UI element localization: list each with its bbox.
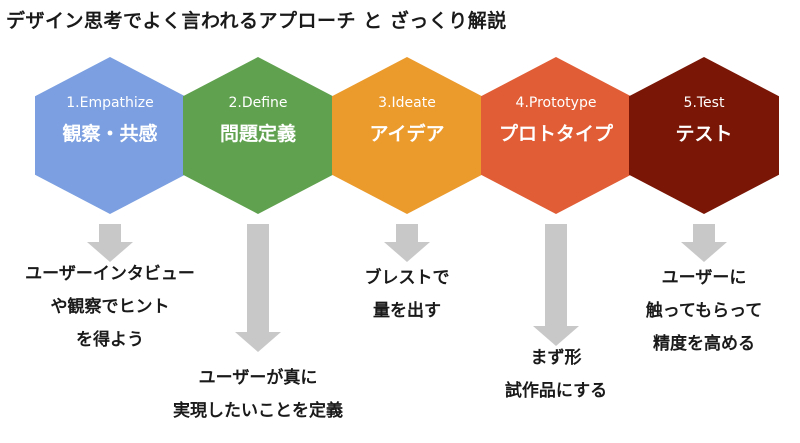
stage-number: 5.Test: [683, 95, 725, 111]
stage-name: プロトタイプ: [498, 123, 613, 145]
description-line: 触ってもらって: [645, 301, 763, 321]
down-arrow-icon: [384, 224, 430, 262]
stage-number: 4.Prototype: [515, 95, 597, 111]
stage-number: 3.Ideate: [378, 95, 436, 111]
stage-description-ideate: ブレストで量を出す: [287, 262, 527, 328]
stage-hexagon-prototype: 4.Prototype プロトタイプ: [481, 57, 631, 214]
stage-number: 2.Define: [228, 95, 288, 111]
description-line: ユーザーが真に: [198, 368, 318, 388]
stage-name: テスト: [675, 123, 733, 145]
stage-name: 問題定義: [219, 123, 296, 145]
description-line: 試作品にする: [504, 381, 608, 401]
stage-description-test: ユーザーに触ってもらって精度を高める: [584, 262, 800, 361]
stage-hexagon-test: 5.Test テスト: [629, 57, 779, 214]
description-line: ユーザーに: [661, 268, 747, 288]
stage-number: 1.Empathize: [66, 95, 154, 111]
stage-name: 観察・共感: [62, 123, 158, 145]
description-line: 量を出す: [373, 301, 441, 321]
stage-description-empathize: ユーザーインタビューや観察でヒントを得よう: [0, 258, 230, 357]
stage-hexagon-empathize: 1.Empathize 観察・共感: [35, 57, 185, 214]
description-line: ブレストで: [364, 268, 450, 288]
stage-name: アイデア: [369, 123, 445, 145]
description-line: 精度を高める: [653, 334, 755, 354]
description-line: ユーザーインタビュー: [25, 264, 195, 284]
down-arrow-icon: [87, 224, 133, 262]
stage-description-define: ユーザーが真に実現したいことを定義: [138, 362, 378, 428]
stage-description-prototype: まず形試作品にする: [436, 342, 676, 408]
description-line: 実現したいことを定義: [173, 401, 343, 421]
description-line: まず形: [530, 348, 582, 368]
description-line: を得よう: [76, 330, 144, 350]
stage-hexagon-define: 2.Define 問題定義: [183, 57, 333, 214]
down-arrow-icon: [681, 224, 727, 262]
down-arrow-icon: [533, 224, 579, 346]
down-arrow-icon: [235, 224, 281, 352]
diagram-title: デザイン思考でよく言われるアプローチ と ざっくり解説: [6, 10, 507, 32]
stage-hexagon-ideate: 3.Ideate アイデア: [332, 57, 482, 214]
description-line: や観察でヒント: [50, 297, 170, 317]
